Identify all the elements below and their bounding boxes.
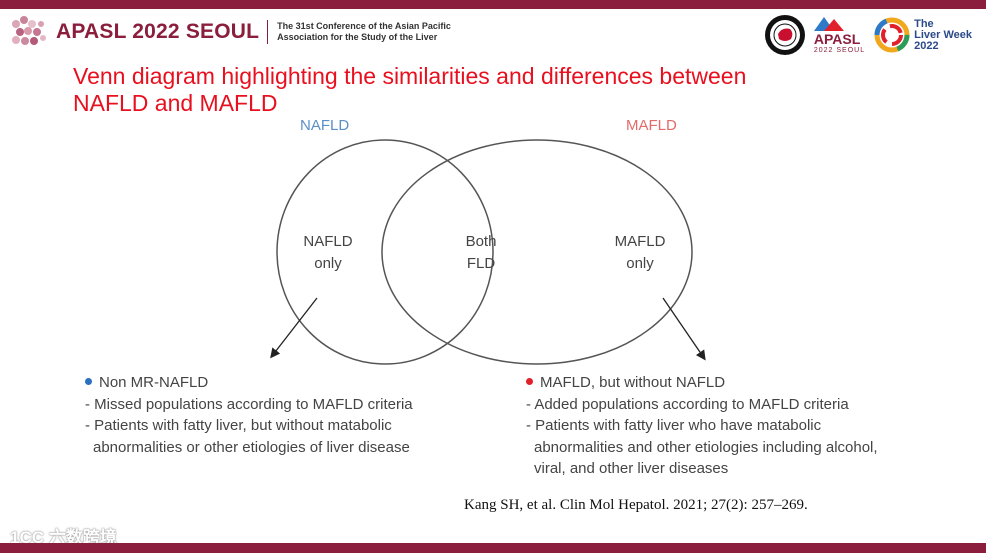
conference-logo: APASL 2022 SEOUL The 31st Conference of …: [8, 14, 451, 50]
both-line2: FLD: [466, 255, 496, 272]
mafld-bullet-dot-icon: [526, 377, 533, 385]
apasl-flag-icon: [813, 16, 844, 31]
slide-title: Venn diagram highlighting the similariti…: [73, 63, 953, 117]
watermark: 1CC 六数跨境: [10, 528, 117, 547]
mafld-arrow: [662, 297, 706, 361]
apasl-partner-logo: APASL 2022 SEOUL: [813, 16, 866, 54]
mafld-only-line1: MAFLD: [614, 233, 666, 250]
nafld-set-label: NAFLD: [300, 117, 350, 134]
nafld-notes-line1: - Missed populations according to MAFLD …: [85, 395, 413, 413]
nafld-only-line2: only: [314, 255, 342, 272]
liver-week-text: The Liver Week 2022: [914, 17, 972, 52]
liver-week-logo: The Liver Week 2022: [873, 16, 972, 54]
mafld-notes-line4: viral, and other liver diseases: [534, 460, 729, 477]
liver-week-line2: Liver Week: [914, 28, 972, 41]
nafld-arrow: [270, 297, 318, 359]
logo-subtitle-line1: The 31st Conference of the Asian Pacific: [277, 21, 451, 31]
nafld-notes: Non MR-NAFLD - Missed populations accord…: [85, 372, 413, 458]
mafld-notes-bullet-line: MAFLD, but without NAFLD: [526, 372, 878, 394]
nafld-notes-bullet-line: Non MR-NAFLD: [85, 372, 413, 394]
slide-title-line2: NAFLD and MAFLD: [73, 90, 278, 116]
mafld-notes-bullet: MAFLD, but without NAFLD: [540, 374, 726, 391]
apasl-partner-year: 2022 SEOUL: [813, 46, 866, 54]
logo-subtitle-line2: Association for the Study of the Liver: [277, 32, 438, 42]
mafld-notes-line2: - Patients with fatty liver who have mat…: [526, 417, 822, 434]
mafld-only-line2: only: [626, 255, 654, 272]
nafld-notes-line2: - Patients with fatty liver, but without…: [85, 417, 392, 434]
liver-week-line3: 2022: [914, 39, 939, 52]
mafld-notes-line1: - Added populations according to MAFLD c…: [526, 395, 849, 413]
logo-divider: [267, 20, 269, 44]
partner-logos: APASL 2022 SEOUL The Liver Week 2022: [764, 14, 972, 56]
mafld-only-region: MAFLD only: [600, 231, 680, 275]
logo-text: APASL 2022 SEOUL: [56, 20, 260, 43]
top-bar: [0, 0, 986, 9]
logo-subtitle: The 31st Conference of the Asian Pacific…: [277, 21, 451, 43]
mafld-notes-line3: abnormalities and other etiologies inclu…: [534, 438, 878, 456]
nafld-bullet-dot-icon: [85, 377, 92, 385]
apasl-partner-name: APASL: [813, 30, 861, 47]
slide-title-line1: Venn diagram highlighting the similariti…: [73, 63, 747, 89]
bottom-bar: [0, 543, 986, 553]
nafld-notes-line3: abnormalities or other etiologies of liv…: [93, 438, 410, 456]
nafld-only-region: NAFLD only: [288, 231, 368, 275]
both-line1: Both: [465, 233, 497, 250]
mafld-set-ellipse: [381, 139, 693, 365]
mafld-notes: MAFLD, but without NAFLD - Added populat…: [526, 372, 878, 480]
association-seal-icon: [764, 15, 805, 55]
citation: Kang SH, et al. Clin Mol Hepatol. 2021; …: [464, 497, 808, 513]
nafld-notes-bullet: Non MR-NAFLD: [99, 374, 209, 391]
nafld-only-line1: NAFLD: [303, 233, 353, 250]
mafld-set-label: MAFLD: [626, 117, 677, 134]
nafld-set-ellipse: [276, 139, 494, 365]
liver-week-rings-icon: [874, 17, 910, 53]
flower-emblem-icon: [12, 16, 46, 45]
liver-week-line1: The: [914, 17, 934, 30]
both-region: Both FLD: [441, 231, 521, 275]
